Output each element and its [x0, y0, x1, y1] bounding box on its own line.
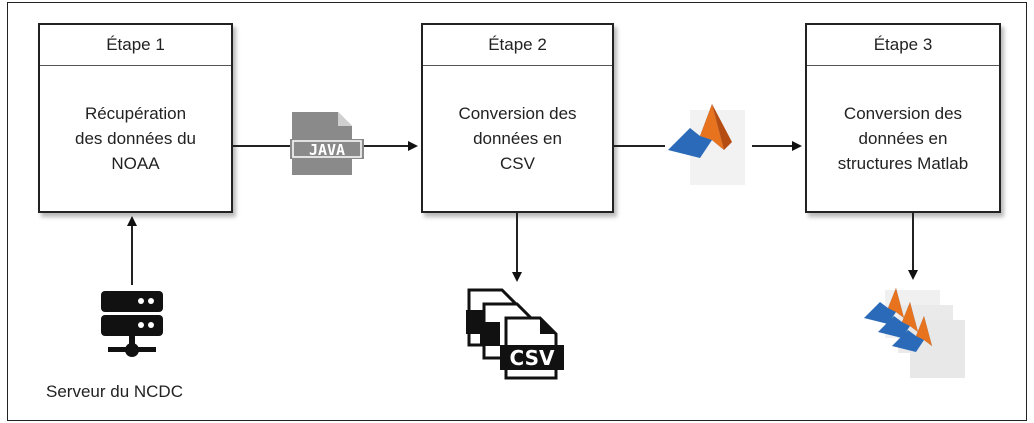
java-badge-text: JAVA [309, 141, 345, 159]
step-1-line-3: NOAA [111, 154, 160, 173]
step-3-title: Étape 3 [807, 25, 999, 66]
matlab-stack-icon [864, 288, 965, 378]
step-1-description: Récupération des données du NOAA [40, 66, 231, 211]
step-1-line-1: Récupération [84, 104, 187, 123]
step-3-description: Conversion des données en structures Mat… [807, 66, 999, 211]
csv-files-icon: CSV [466, 288, 564, 380]
step-3-box: Étape 3 Conversion des données en struct… [805, 23, 1001, 213]
step-3-line-2: données en [858, 129, 948, 148]
step-2-line-1: Conversion des [458, 104, 577, 123]
step-2-box: Étape 2 Conversion des données en CSV [421, 23, 614, 213]
step-3-line-3: structures Matlab [837, 154, 969, 173]
step-3-line-1: Conversion des [843, 104, 963, 123]
step-2-line-3: CSV [500, 154, 535, 173]
server-icon [101, 291, 163, 357]
server-caption: Serveur du NCDC [46, 382, 183, 401]
step-2-line-2: données en [473, 129, 562, 148]
matlab-logo-icon [668, 104, 745, 185]
step-1-line-2: des données du [75, 129, 196, 148]
step-2-title: Étape 2 [423, 25, 612, 66]
step-1-box: Étape 1 Récupération des données du NOAA [38, 23, 233, 213]
csv-badge-text: CSV [510, 346, 555, 370]
java-file-icon: JAVA [290, 112, 364, 175]
step-1-title: Étape 1 [40, 25, 231, 66]
step-2-description: Conversion des données en CSV [423, 66, 612, 211]
